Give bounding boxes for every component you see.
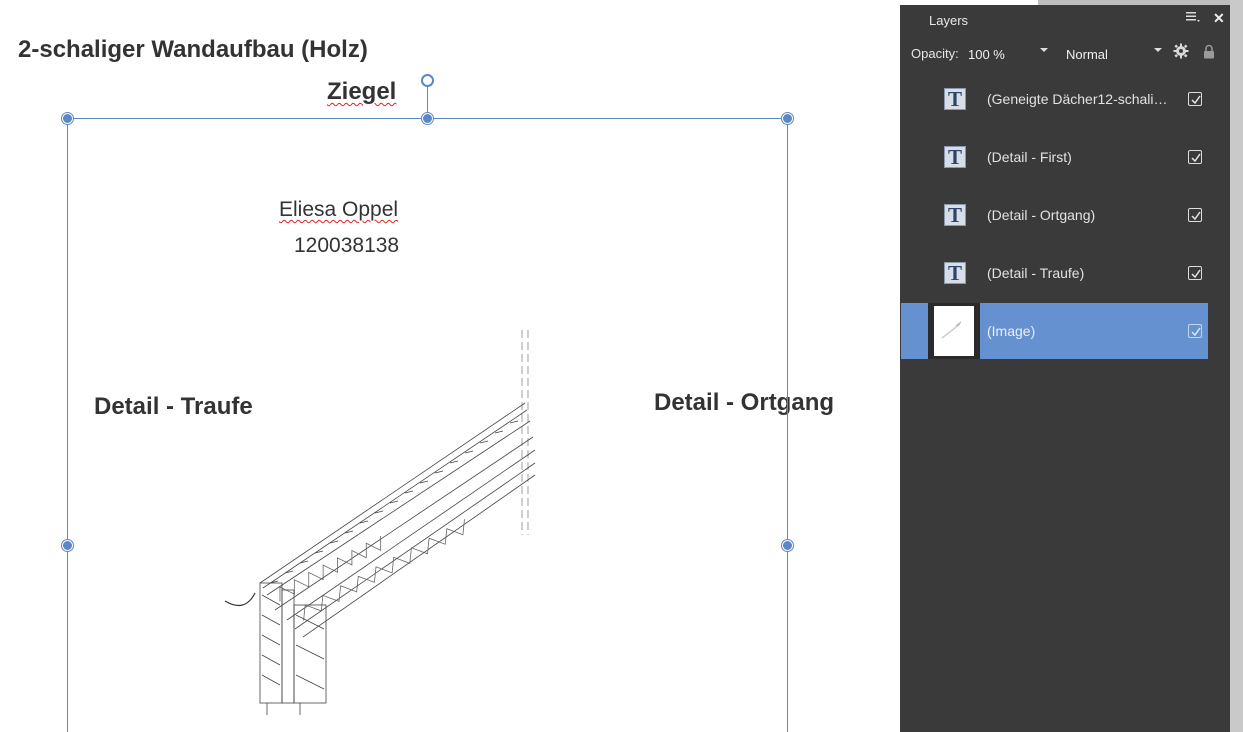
layers-panel-header: Layers ✕ (900, 5, 1230, 35)
layer-name: (Detail - Traufe) (987, 265, 1085, 281)
layers-panel: Layers ✕ Opacity: 100 % Normal T (Geneig… (900, 5, 1230, 732)
image-layer-thumbnail (928, 303, 980, 359)
label-detail-ortgang[interactable]: Detail - Ortgang (654, 389, 834, 417)
checkbox-checked-icon[interactable] (1188, 150, 1202, 164)
opacity-value[interactable]: 100 % (968, 47, 1005, 62)
checkbox-checked-icon[interactable] (1188, 324, 1202, 338)
resize-handle-middle-right[interactable] (782, 540, 793, 551)
checkbox-checked-icon[interactable] (1188, 92, 1202, 106)
text-layer-icon: T (944, 145, 966, 169)
document-canvas[interactable]: 2-schaliger Wandaufbau (Holz) Ziegel Eli… (0, 0, 900, 732)
roof-detail-drawing[interactable] (215, 325, 545, 715)
close-icon[interactable]: ✕ (1213, 10, 1225, 26)
hamburger-menu-icon[interactable] (1186, 11, 1200, 26)
text-layer-icon: T (944, 203, 966, 227)
rotation-handle[interactable] (421, 74, 434, 87)
author-name[interactable]: Eliesa Oppel (279, 198, 398, 222)
label-detail-ortgang-text: Detail - Ortgang (654, 389, 835, 416)
document-title[interactable]: 2-schaliger Wandaufbau (Holz) (18, 36, 368, 64)
author-name-text: Eliesa Oppel (279, 198, 399, 221)
label-detail-traufe[interactable]: Detail - Traufe (94, 393, 253, 421)
layer-row-detail-first[interactable]: T (Detail - First) (901, 129, 1208, 185)
layer-row-detail-ortgang[interactable]: T (Detail - Ortgang) (901, 187, 1208, 243)
opacity-label: Opacity: (911, 46, 959, 61)
checkbox-checked-icon[interactable] (1188, 208, 1202, 222)
lock-icon[interactable] (1203, 44, 1215, 62)
resize-handle-top-left[interactable] (62, 113, 73, 124)
workspace-edge-right (1230, 0, 1243, 732)
layers-panel-title[interactable]: Layers (929, 13, 969, 28)
document-title-text: 2-schaliger Wandaufbau (Holz) (18, 36, 368, 63)
layer-row-image[interactable]: (Image) (901, 303, 1208, 359)
text-layer-icon: T (944, 261, 966, 285)
resize-handle-middle-left[interactable] (62, 540, 73, 551)
layer-name: (Detail - First) (987, 149, 1072, 165)
label-detail-traufe-text: Detail - Traufe (94, 393, 253, 420)
document-subtitle[interactable]: Ziegel (327, 78, 396, 106)
workspace-edge-top (1038, 0, 1243, 5)
layer-name: (Detail - Ortgang) (987, 207, 1096, 223)
layer-controls-bar: Opacity: 100 % Normal (900, 41, 1230, 67)
opacity-dropdown-icon[interactable] (1040, 48, 1048, 52)
layer-row-geneigte-daecher[interactable]: T (Geneigte Dächer12-schali… (901, 71, 1208, 127)
resize-handle-top-center[interactable] (422, 113, 433, 124)
layer-name: (Image) (987, 323, 1036, 339)
layer-row-detail-traufe[interactable]: T (Detail - Traufe) (901, 245, 1208, 301)
blend-mode-dropdown-icon[interactable] (1154, 48, 1162, 52)
author-id[interactable]: 120038138 (294, 234, 400, 257)
document-subtitle-text: Ziegel (327, 78, 397, 105)
gear-icon[interactable] (1173, 43, 1189, 62)
rotation-handle-stem (427, 86, 428, 118)
checkbox-checked-icon[interactable] (1188, 266, 1202, 280)
text-layer-icon: T (944, 87, 966, 111)
layer-name: (Geneigte Dächer12-schali… (987, 91, 1168, 107)
blend-mode-select[interactable]: Normal (1066, 47, 1108, 62)
resize-handle-top-right[interactable] (782, 113, 793, 124)
